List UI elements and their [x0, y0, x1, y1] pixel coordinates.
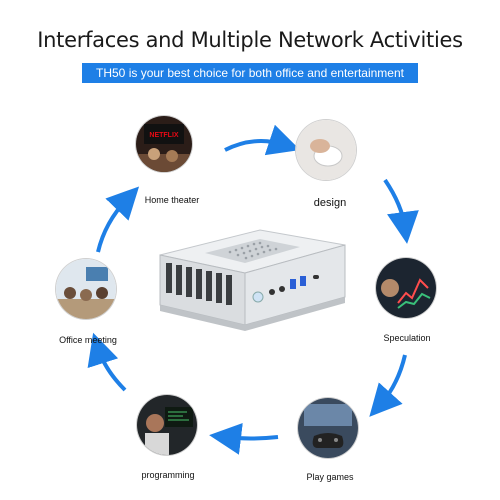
play-games-label: Play games: [306, 472, 354, 482]
meeting-icon: [56, 259, 116, 319]
audio-jack: [269, 289, 275, 295]
usb-port-1: [290, 279, 296, 289]
programming-image: [137, 395, 197, 455]
mic-jack: [279, 286, 285, 292]
stock-chart-icon: [376, 258, 436, 318]
subtitle-banner: TH50 is your best choice for both office…: [82, 63, 418, 83]
programming-label: programming: [141, 470, 195, 480]
mouse-icon: [296, 120, 356, 180]
power-button: [252, 291, 264, 303]
laptop-icon: [137, 395, 197, 455]
arrow-bottom: [209, 423, 279, 455]
arrow-top-left: [96, 186, 140, 253]
office-meeting-label: Office meeting: [59, 335, 117, 345]
netflix-logo: NETFLIX: [149, 132, 178, 139]
arrow-top-right: [383, 178, 419, 244]
design-label: design: [313, 197, 347, 209]
gamepad-icon: [298, 398, 358, 458]
design-image: [296, 120, 356, 180]
arrow-bottom-right: [369, 354, 407, 417]
arrow-bottom-left: [87, 332, 127, 392]
usb-c-port: [313, 275, 319, 279]
mini-pc-device: [159, 229, 346, 331]
speculation-label: Speculation: [383, 333, 431, 343]
speculation-image: [376, 258, 436, 318]
play-games-image: [298, 398, 358, 458]
home-theater-label: Home theater: [144, 195, 200, 205]
arrow-top: [224, 124, 301, 156]
office-meeting-image: [56, 259, 116, 319]
page-title: Interfaces and Multiple Network Activiti…: [37, 28, 463, 52]
usb-port-2: [300, 276, 306, 286]
home-theater-image: NETFLIX: [136, 116, 192, 172]
tv-icon: NETFLIX: [136, 116, 192, 172]
